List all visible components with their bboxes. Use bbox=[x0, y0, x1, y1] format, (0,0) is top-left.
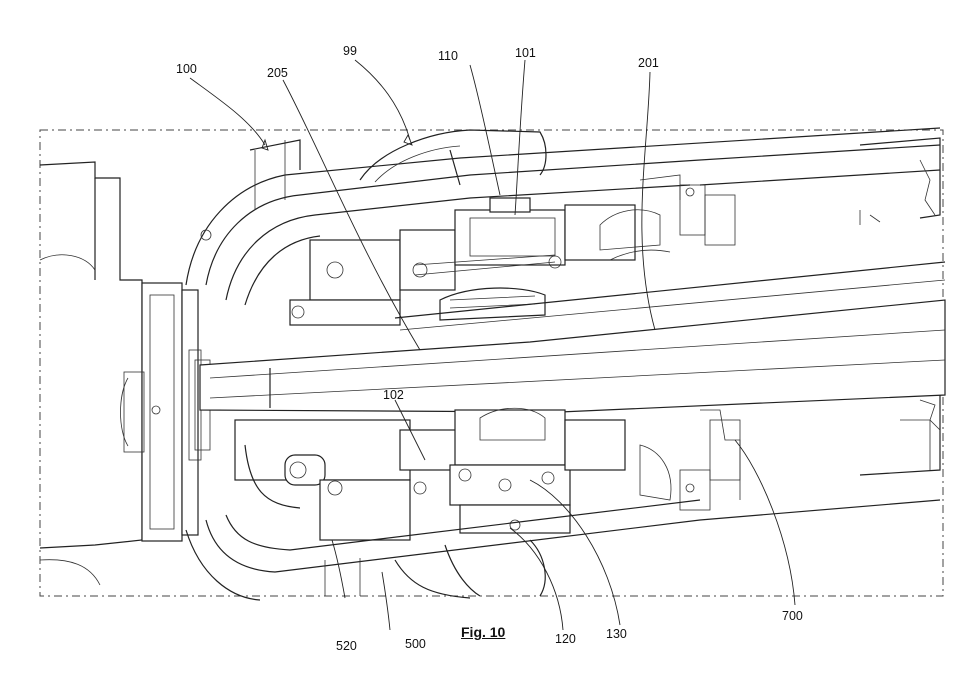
ref-numeral-700: 700 bbox=[782, 609, 803, 623]
ref-numeral-201: 201 bbox=[638, 56, 659, 70]
upper-bearing-assembly bbox=[290, 175, 735, 325]
hub-flange bbox=[121, 283, 211, 541]
ref-numeral-99: 99 bbox=[343, 44, 357, 58]
ref-numeral-205: 205 bbox=[267, 66, 288, 80]
ref-numeral-110: 110 bbox=[438, 49, 458, 63]
lower-bearing-assembly bbox=[235, 408, 740, 540]
figure-caption: Fig. 10 bbox=[461, 624, 505, 640]
ref-numeral-102: 102 bbox=[383, 388, 404, 402]
ref-numeral-130: 130 bbox=[606, 627, 627, 641]
ref-numeral-500: 500 bbox=[405, 637, 426, 651]
ref-numeral-101: 101 bbox=[515, 46, 536, 60]
ref-numeral-120: 120 bbox=[555, 632, 576, 646]
ref-numeral-100: 100 bbox=[176, 62, 197, 76]
ref-numeral-520: 520 bbox=[336, 639, 357, 653]
left-housing bbox=[40, 162, 142, 585]
